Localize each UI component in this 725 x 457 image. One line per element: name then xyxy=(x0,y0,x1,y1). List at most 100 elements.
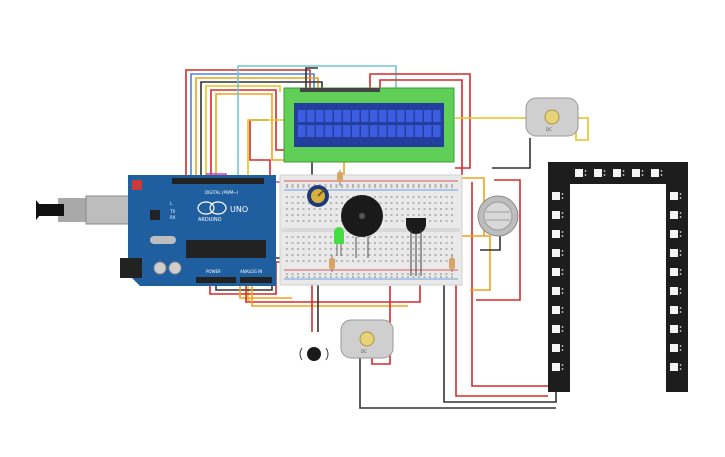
reset-button[interactable] xyxy=(132,180,142,190)
power-label: POWER xyxy=(206,269,221,274)
breadboard-hole xyxy=(440,236,442,238)
breadboard-hole xyxy=(440,186,442,188)
breadboard-hole xyxy=(412,260,415,262)
breadboard-hole xyxy=(451,186,453,188)
wire[interactable] xyxy=(480,230,501,251)
breadboard-hole xyxy=(335,184,338,186)
breadboard-hole xyxy=(401,276,404,278)
breadboard-hole xyxy=(363,242,365,244)
breadboard-hole xyxy=(412,184,415,186)
breadboard-hole xyxy=(385,242,387,244)
wire[interactable] xyxy=(443,282,557,403)
wire[interactable] xyxy=(369,73,471,169)
wire[interactable] xyxy=(195,77,319,178)
wire[interactable] xyxy=(379,79,463,175)
breadboard-hole xyxy=(434,254,437,256)
gas-sensor[interactable] xyxy=(477,195,519,237)
breadboard-hole xyxy=(440,260,442,262)
breadboard-hole xyxy=(291,196,294,198)
resistor[interactable] xyxy=(449,255,455,272)
lcd-cell xyxy=(307,110,315,122)
pixel-body xyxy=(670,268,678,276)
breadboard-hole xyxy=(330,208,332,210)
breadboard-hole xyxy=(286,242,288,244)
breadboard-hole xyxy=(445,208,448,210)
breadboard-hole xyxy=(423,276,426,278)
breadboard-hole xyxy=(341,202,343,204)
neopixel-led xyxy=(651,169,663,177)
wire[interactable] xyxy=(249,119,271,175)
wire[interactable] xyxy=(205,85,281,178)
neopixel-strip[interactable] xyxy=(548,162,688,392)
wire[interactable] xyxy=(245,284,421,303)
usb-cable xyxy=(36,204,64,216)
wire[interactable] xyxy=(200,81,323,178)
breadboard-hole xyxy=(434,248,437,250)
breadboard-hole xyxy=(335,260,338,262)
pixel-dot xyxy=(561,368,564,370)
piezo-buzzer[interactable] xyxy=(341,195,383,258)
lcd-cell xyxy=(397,125,405,137)
pixel-body xyxy=(575,169,583,177)
wire[interactable] xyxy=(190,73,315,178)
green-led[interactable] xyxy=(334,227,344,256)
vibration-motor[interactable] xyxy=(299,347,329,361)
breadboard-hole xyxy=(302,273,305,275)
wire[interactable] xyxy=(251,284,408,307)
pixel-body xyxy=(651,169,659,177)
breadboard-hole xyxy=(434,242,437,244)
wire[interactable] xyxy=(476,179,521,301)
breadboard-hole xyxy=(396,248,398,250)
breadboard-hole xyxy=(341,184,343,186)
wire[interactable] xyxy=(359,355,556,409)
breadboard-hole xyxy=(412,273,415,275)
temperature-sensor[interactable] xyxy=(406,218,426,276)
wire[interactable] xyxy=(575,117,589,141)
breadboard-hole xyxy=(302,248,305,250)
breadboard-hole xyxy=(396,184,398,186)
wire[interactable] xyxy=(209,261,286,295)
breadboard-hole xyxy=(429,260,431,262)
breadboard-hole xyxy=(286,276,288,278)
breadboard-hole xyxy=(379,196,382,198)
dc-motor-top[interactable]: DC xyxy=(525,97,579,137)
lcd-16x2-display[interactable] xyxy=(283,87,455,163)
wire[interactable] xyxy=(455,282,548,397)
breadboard-hole xyxy=(379,273,382,275)
wire[interactable] xyxy=(210,89,290,178)
breadboard-hole xyxy=(418,202,420,204)
wire[interactable] xyxy=(239,284,292,299)
neopixel-led xyxy=(552,306,564,314)
pixel-dot xyxy=(679,216,682,218)
breadboard-hole xyxy=(330,236,332,238)
potentiometer[interactable] xyxy=(307,185,329,207)
wire[interactable] xyxy=(215,257,286,291)
breadboard-hole xyxy=(302,236,305,238)
arduino-logo-icon xyxy=(197,201,215,215)
breadboard-hole xyxy=(418,236,420,238)
breadboard-hole xyxy=(297,236,299,238)
breadboard-hole xyxy=(418,254,420,256)
wire[interactable] xyxy=(185,69,311,178)
knob-indicator xyxy=(317,189,325,197)
usb-plug-icon xyxy=(36,200,44,220)
resistor[interactable] xyxy=(337,170,343,186)
breadboard-hole xyxy=(434,273,437,275)
wire[interactable] xyxy=(215,93,292,178)
wire[interactable] xyxy=(458,235,491,291)
wire[interactable] xyxy=(305,67,318,88)
breadboard-hole xyxy=(401,184,404,186)
dc-motor-bottom[interactable]: DC xyxy=(340,319,394,359)
breadboard-hole xyxy=(445,186,448,188)
gas-sensor-mesh xyxy=(483,201,513,231)
breadboard-hole xyxy=(313,220,316,222)
breadboard-hole xyxy=(286,196,288,198)
wire[interactable] xyxy=(471,182,548,387)
lcd-cells xyxy=(298,110,441,137)
wire[interactable] xyxy=(492,138,531,169)
pixel-dot xyxy=(679,250,682,252)
resistor[interactable] xyxy=(329,255,335,272)
arduino-uno-board[interactable]: ARDUINO UNO DIGITAL (PWM~) TX RX L POWER… xyxy=(36,175,276,286)
lcd-cell xyxy=(370,110,378,122)
pixel-dot xyxy=(561,292,564,294)
